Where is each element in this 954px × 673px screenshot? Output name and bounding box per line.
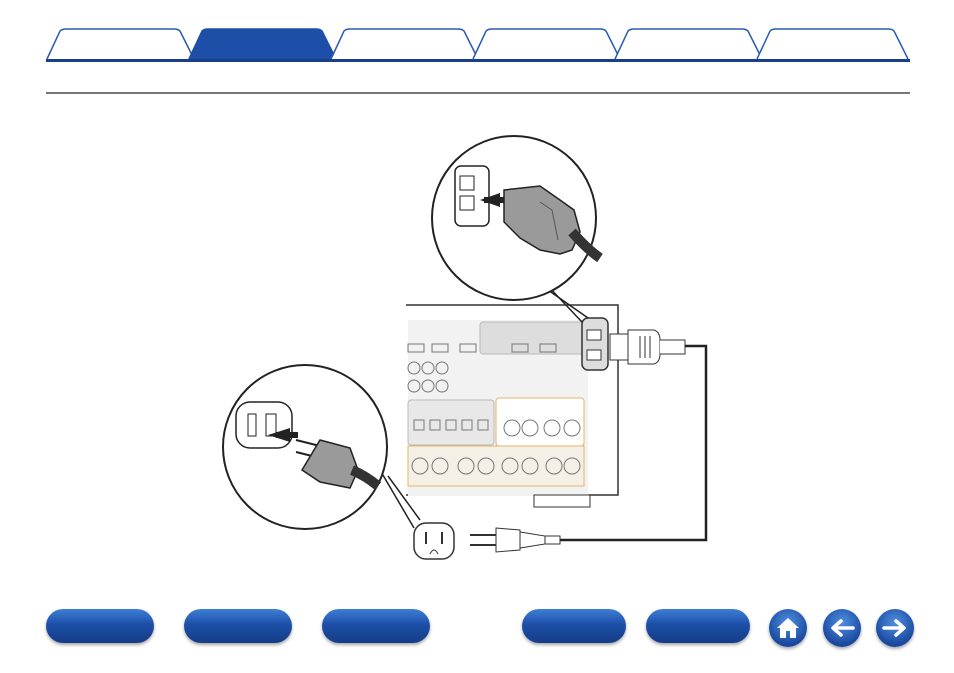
forward-button[interactable] bbox=[876, 609, 914, 647]
nav-button-5[interactable] bbox=[646, 609, 750, 643]
outlet-magnified-view bbox=[222, 364, 388, 530]
wall-outlet bbox=[413, 522, 455, 560]
nav-button-4[interactable] bbox=[522, 609, 626, 643]
back-button[interactable] bbox=[823, 609, 861, 647]
wall-plug bbox=[470, 527, 561, 553]
tab-1[interactable] bbox=[46, 28, 196, 60]
tab-4[interactable] bbox=[472, 28, 622, 60]
tab-3[interactable] bbox=[330, 28, 480, 60]
tab-2[interactable] bbox=[188, 28, 338, 60]
nav-button-3[interactable] bbox=[322, 609, 430, 643]
back-arrow-icon bbox=[831, 619, 855, 637]
inlet-magnified-view bbox=[431, 135, 603, 301]
tab-underline bbox=[46, 59, 910, 62]
cord-inlet-plug bbox=[560, 329, 708, 542]
home-icon bbox=[777, 618, 799, 638]
nav-button-1[interactable] bbox=[46, 609, 154, 643]
home-button[interactable] bbox=[769, 609, 807, 647]
tab-bar bbox=[0, 0, 954, 64]
section-divider bbox=[46, 92, 910, 94]
forward-arrow-icon bbox=[882, 619, 906, 637]
receiver-rear-panel bbox=[406, 304, 619, 508]
power-cord-connection-illustration bbox=[222, 135, 708, 560]
tab-5[interactable] bbox=[614, 28, 764, 60]
nav-button-2[interactable] bbox=[184, 609, 292, 643]
ac-inlet bbox=[581, 317, 609, 371]
tab-6[interactable] bbox=[756, 28, 910, 60]
